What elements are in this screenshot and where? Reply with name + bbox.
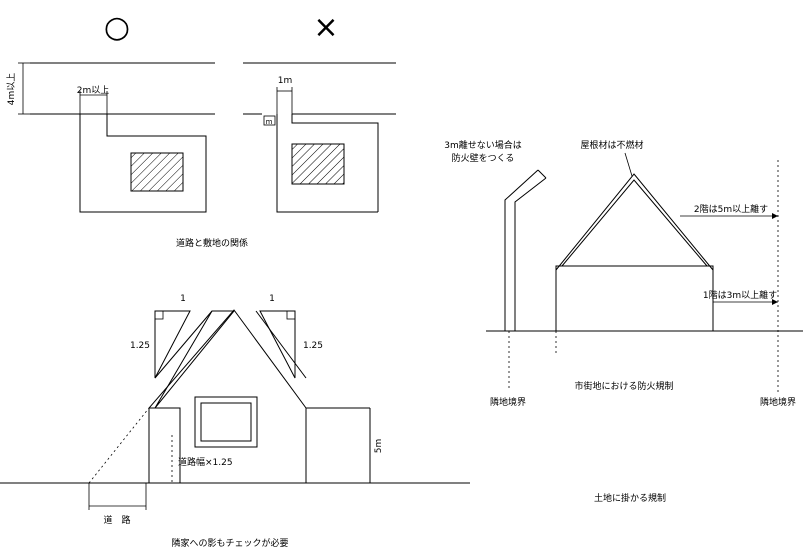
slope-rise-left: 1.25	[130, 341, 150, 351]
fire-wall-right-edge	[514, 177, 547, 331]
window-inner	[200, 402, 252, 442]
building-ok	[130, 152, 184, 192]
corner-mark-label: m	[266, 118, 273, 126]
fire-wall-note-line2: 防火壁をつくる	[452, 152, 515, 164]
slope-triangle-left	[154, 310, 191, 379]
house-roof	[555, 173, 714, 271]
land-regulation-caption: 土地に掛かる規制	[594, 492, 666, 504]
road-width-label: 4m以上	[6, 73, 17, 106]
height-limit-label: 5m	[374, 439, 384, 454]
house-outline	[148, 309, 307, 483]
slope-triangle-right	[259, 310, 296, 379]
road-site-caption: 道路と敷地の関係	[176, 237, 248, 249]
frontage-ok-label: 2m以上	[77, 85, 110, 96]
road-label: 道 路	[103, 514, 130, 526]
slope-run-left: 1	[180, 294, 186, 304]
site-ng-right	[291, 114, 379, 212]
corner-mark	[263, 115, 276, 126]
roof-note-leader	[624, 152, 633, 177]
floor2-note: 2階は5m以上離す	[694, 203, 768, 215]
boundary-left-label: 隣地境界	[490, 396, 526, 408]
site-ok	[79, 114, 207, 213]
boundary-right-label: 隣地境界	[760, 396, 796, 408]
floor1-note: 1階は3m以上離す	[703, 289, 777, 301]
frontage-ng-label: 1m	[278, 76, 293, 86]
shadow-diagram: 1 1 1.25 1.25 5m 道路幅×1.25 道 路 隣家への影もチェック…	[0, 294, 470, 549]
road-site-diagram: ○ × 4m以上 2m以上 1m m 道路と敷地の関係	[6, 10, 396, 249]
window-outer	[194, 396, 258, 448]
fire-regulation-diagram: 3m離せない場合は 防火壁をつくる 屋根材は不燃材 2階は5m以上離す 1階は3…	[444, 139, 803, 408]
slope-run-right: 1	[269, 294, 275, 304]
site-ng-left	[276, 114, 378, 213]
house-roof-inner	[561, 179, 708, 267]
roof-note: 屋根材は不燃材	[580, 139, 643, 151]
road-ratio-label: 道路幅×1.25	[178, 456, 233, 468]
ng-symbol: ×	[313, 10, 338, 45]
shadow-caption: 隣家への影もチェックが必要	[171, 537, 288, 549]
slope-rise-right: 1.25	[303, 341, 323, 351]
building-ng	[291, 143, 345, 185]
shadow-slope-line	[88, 407, 150, 484]
fire-wall-note-line1: 3m離せない場合は	[444, 139, 522, 151]
house-body	[555, 265, 714, 331]
fire-caption: 市街地における防火規制	[574, 380, 673, 392]
ok-symbol: ○	[104, 10, 130, 45]
fire-wall-left-edge	[504, 169, 539, 331]
house-left-wall	[149, 407, 181, 483]
